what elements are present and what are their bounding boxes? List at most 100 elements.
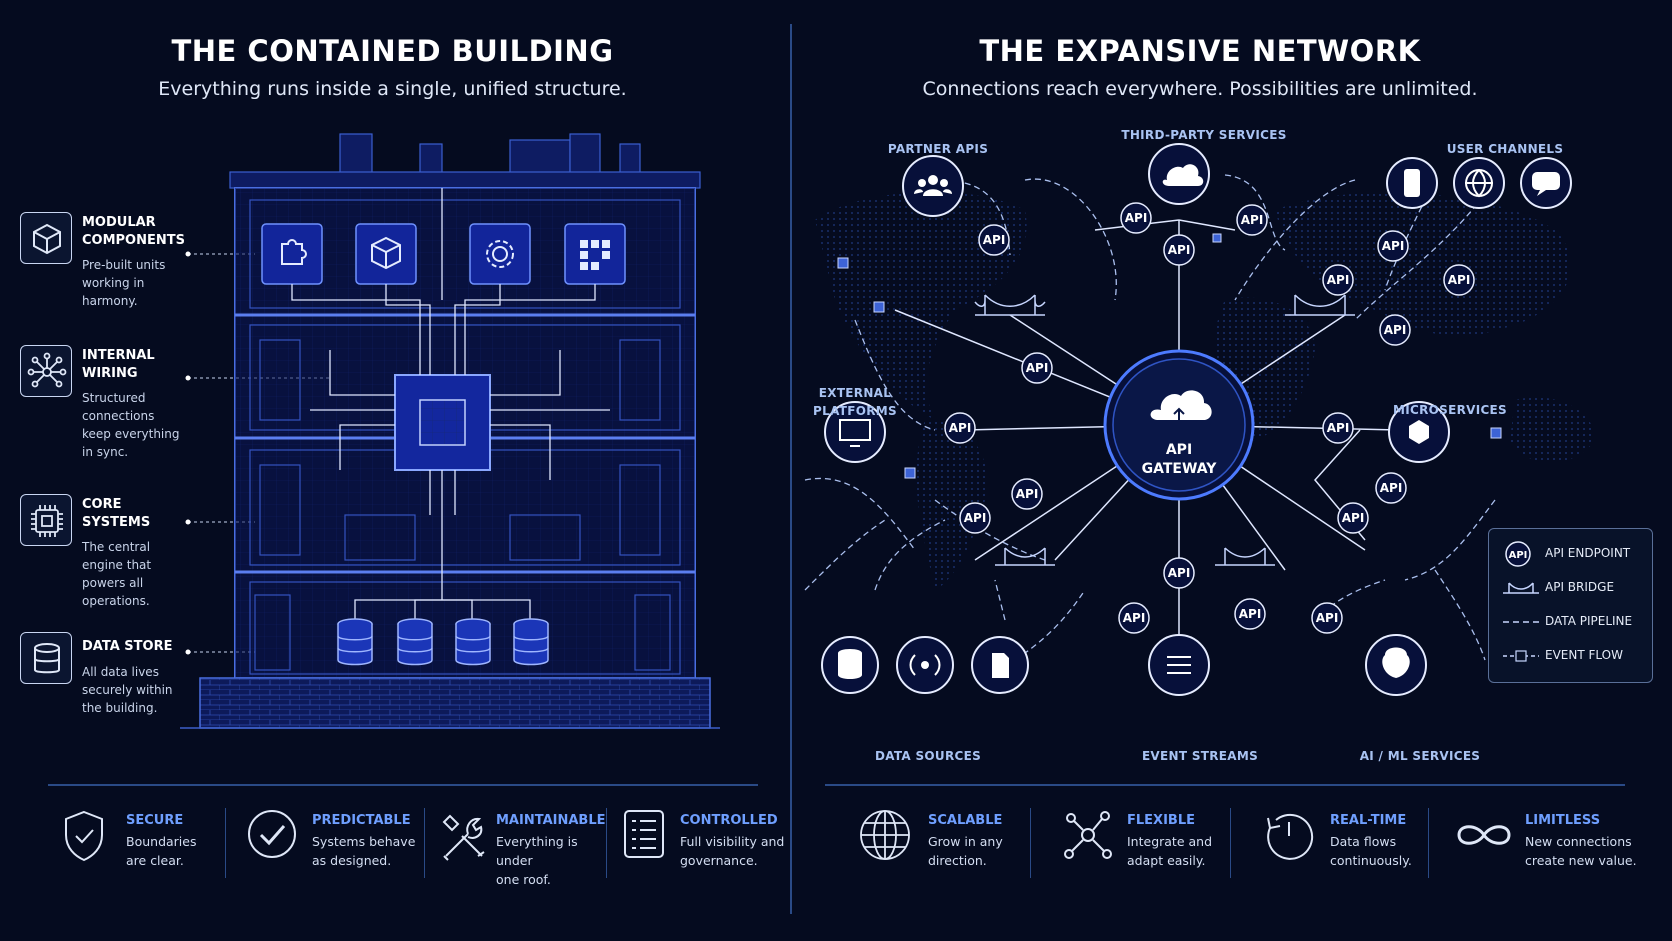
svg-text:API: API bbox=[1384, 323, 1407, 337]
label-microservices: MICROSERVICES bbox=[1392, 403, 1508, 417]
benefit-separator bbox=[1230, 808, 1231, 878]
svg-text:API: API bbox=[1168, 566, 1191, 580]
event-flow-icon bbox=[1503, 650, 1539, 662]
benefit-title: CONTROLLED bbox=[680, 813, 778, 828]
building-blueprint bbox=[180, 133, 720, 729]
svg-text:API: API bbox=[1327, 273, 1350, 287]
svg-text:API: API bbox=[1016, 487, 1039, 501]
bridge-icon bbox=[1503, 582, 1539, 594]
benefit-title: MAINTAINABLE bbox=[496, 813, 606, 828]
label-user-channels: USER CHANNELS bbox=[1446, 142, 1564, 156]
tools-icon bbox=[442, 814, 485, 861]
benefit-title: REAL-TIME bbox=[1330, 813, 1407, 828]
svg-text:API: API bbox=[1382, 239, 1405, 253]
svg-text:API: API bbox=[1509, 550, 1528, 561]
database-icon bbox=[20, 632, 72, 684]
svg-text:API: API bbox=[1241, 213, 1264, 227]
benefit-separator bbox=[606, 808, 607, 878]
legend-item: EVENT FLOW bbox=[1503, 643, 1643, 669]
svg-text:API: API bbox=[1327, 421, 1350, 435]
cube-icon bbox=[20, 212, 72, 264]
api-endpoint-icon: API bbox=[1505, 541, 1531, 567]
svg-text:API: API bbox=[1342, 511, 1365, 525]
dashed-line-icon bbox=[1503, 621, 1539, 623]
benefit-title: SCALABLE bbox=[928, 813, 1003, 828]
svg-text:API: API bbox=[1380, 481, 1403, 495]
label-data-sources: DATA SOURCES bbox=[874, 749, 982, 763]
right-title: THE EXPANSIVE NETWORK bbox=[979, 34, 1421, 68]
shield-icon bbox=[65, 810, 103, 862]
label-ai-ml: AI / ML SERVICES bbox=[1359, 749, 1481, 763]
left-subtitle: Everything runs inside a single, unified… bbox=[158, 78, 627, 100]
network-diagram: API GATEWAY bbox=[804, 143, 1595, 696]
benefit-separator bbox=[1428, 808, 1429, 878]
svg-text:API: API bbox=[949, 421, 972, 435]
gateway-label-2: GATEWAY bbox=[1142, 461, 1218, 477]
benefit-title: FLEXIBLE bbox=[1127, 813, 1195, 828]
bridge-icon bbox=[974, 294, 1355, 566]
right-bottom-rule bbox=[825, 784, 1625, 786]
benefit-title: PREDICTABLE bbox=[312, 813, 411, 828]
partner-apis-node bbox=[902, 155, 964, 217]
cloud-icon bbox=[1150, 390, 1212, 420]
infinity-icon bbox=[1457, 825, 1511, 845]
clock-icon bbox=[1267, 813, 1314, 860]
svg-text:API: API bbox=[1168, 243, 1191, 257]
label-partner-apis: PARTNER APIS bbox=[887, 142, 989, 156]
svg-text:API: API bbox=[1125, 211, 1148, 225]
legend-item: API API ENDPOINT bbox=[1503, 541, 1643, 567]
chip-icon bbox=[20, 494, 72, 546]
benefit-title: LIMITLESS bbox=[1525, 813, 1601, 828]
svg-text:API: API bbox=[1448, 273, 1471, 287]
svg-text:API: API bbox=[1239, 607, 1262, 621]
center-divider bbox=[790, 24, 792, 914]
world-map bbox=[815, 191, 1595, 590]
right-subtitle: Connections reach everywhere. Possibilit… bbox=[922, 78, 1478, 100]
left-bottom-rule bbox=[48, 784, 758, 786]
checklist-icon bbox=[624, 810, 664, 858]
gateway-label-1: API bbox=[1166, 442, 1192, 458]
benefit-separator bbox=[424, 808, 425, 878]
external-platforms-node bbox=[824, 401, 886, 463]
api-badges: API API API API API API API API API API … bbox=[944, 202, 1475, 634]
wiring-icon bbox=[20, 345, 72, 397]
svg-text:API: API bbox=[983, 233, 1006, 247]
svg-text:API: API bbox=[1316, 611, 1339, 625]
globe-icon bbox=[860, 810, 910, 860]
label-third-party: THIRD-PARTY SERVICES bbox=[1121, 128, 1287, 142]
svg-text:API: API bbox=[1123, 611, 1146, 625]
network-icon bbox=[1064, 811, 1112, 859]
svg-text:API: API bbox=[964, 511, 987, 525]
legend: API API ENDPOINT API BRIDGE DATA PIPELIN… bbox=[1488, 528, 1653, 683]
check-circle-icon bbox=[248, 810, 296, 858]
benefit-separator bbox=[1030, 808, 1031, 878]
svg-text:API: API bbox=[1026, 361, 1049, 375]
left-title: THE CONTAINED BUILDING bbox=[171, 34, 614, 68]
